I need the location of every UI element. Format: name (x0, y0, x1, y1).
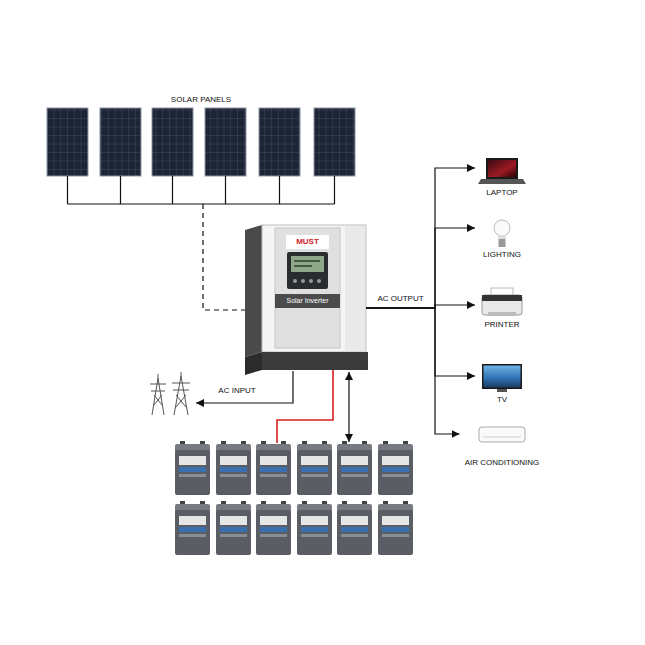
tv-stand (497, 389, 507, 392)
battery (337, 501, 372, 555)
ac-input-wire (196, 371, 293, 403)
battery (337, 441, 372, 495)
inverter-base-side (245, 352, 262, 375)
solar-panel (259, 108, 300, 176)
appliance: AIR CONDITIONING (461, 424, 544, 468)
inverter-base (262, 352, 368, 370)
inverter-button (293, 279, 297, 283)
inverter-front (262, 225, 366, 352)
battery (297, 501, 332, 555)
brand-logo: MUST (275, 237, 340, 247)
appliance: LIGHTING (476, 218, 528, 260)
solar-panel (205, 108, 246, 176)
battery-wire (277, 370, 333, 443)
laptop-icon (486, 158, 518, 179)
panel-bus-wire (68, 176, 335, 204)
laptop-screen (488, 160, 516, 177)
battery (297, 441, 332, 495)
inverter-panel (275, 228, 340, 348)
laptop-base (478, 179, 526, 184)
printer-top (482, 295, 522, 301)
tv-icon (482, 364, 522, 389)
node-label: LAPTOP (476, 188, 528, 198)
node-label: LIGHTING (476, 250, 528, 260)
battery-wire (348, 372, 349, 442)
appliance: LAPTOP (476, 155, 528, 198)
battery (378, 501, 413, 555)
inverter-button (317, 279, 321, 283)
node-label: PRINTER (476, 320, 528, 330)
solar-panel (100, 108, 141, 176)
lcd-segments (294, 261, 320, 266)
tv-screen (484, 366, 521, 388)
connector (366, 228, 475, 308)
panel-group: SOLAR PANELS (40, 92, 362, 204)
printer-icon (482, 295, 522, 315)
solar-panel (47, 108, 88, 176)
battery (175, 441, 210, 495)
battery (216, 501, 251, 555)
air-conditioner-icon (479, 427, 525, 442)
power-pylon (150, 374, 166, 415)
appliance: PRINTER (476, 287, 528, 330)
lcd-screen (291, 256, 324, 272)
inverter-button (301, 279, 305, 283)
bulb-neck (498, 235, 506, 239)
node-label: TV (476, 395, 528, 405)
inverter-stripe (345, 226, 365, 351)
inverter-box: MUST Solar Inverter (245, 225, 366, 372)
connector (366, 308, 475, 376)
appliance: TV (476, 362, 528, 405)
node-label: AIR CONDITIONING (461, 458, 544, 468)
solar-panel (152, 108, 193, 176)
connector (203, 204, 245, 310)
printer-tray (488, 312, 516, 316)
inverter-button (309, 279, 313, 283)
solar-panel (314, 108, 355, 176)
air-conditioner-vent (483, 437, 521, 438)
wire-label: AC OUTPUT (375, 294, 425, 304)
bulb-icon (494, 220, 510, 236)
battery (216, 441, 251, 495)
connector (366, 308, 460, 434)
battery (256, 501, 291, 555)
wire-label: AC INPUT (216, 386, 257, 396)
battery (378, 441, 413, 495)
power-pylon (172, 372, 190, 415)
inverter-side (245, 225, 262, 357)
inverter-name-strip (275, 294, 340, 308)
inverter-display (287, 252, 328, 289)
battery (256, 441, 291, 495)
node-label: SOLAR PANELS (40, 95, 362, 105)
battery (175, 501, 210, 555)
node-label: Solar Inverter (275, 296, 340, 306)
bulb-base (499, 239, 506, 247)
connector (366, 168, 475, 308)
